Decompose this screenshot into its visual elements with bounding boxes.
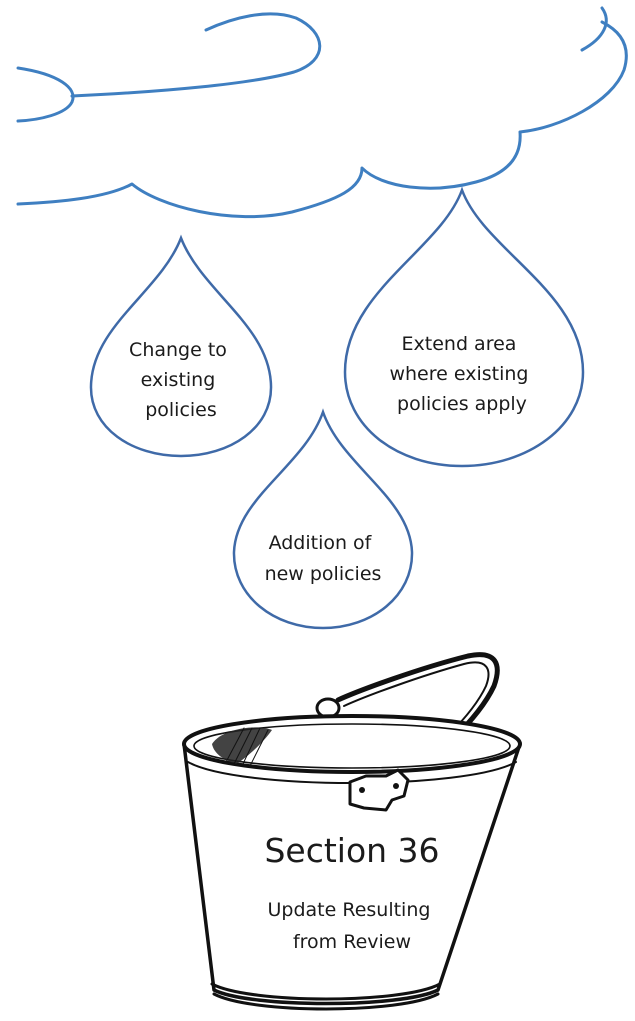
raindrop-label: Addition of new policies bbox=[265, 532, 382, 585]
raindrop-outline bbox=[89, 234, 273, 458]
raindrop-label-line: existing bbox=[141, 369, 216, 391]
raindrop-outline bbox=[232, 408, 414, 630]
bucket-rim-inner bbox=[193, 723, 511, 769]
raindrop-extend-area: Extend area where existing policies appl… bbox=[343, 186, 585, 468]
raindrop-change-existing: Change to existing policies bbox=[89, 234, 273, 458]
bucket-title: Section 36 bbox=[264, 831, 439, 870]
cloud-outline-left-lobe bbox=[16, 66, 75, 123]
raindrop-label-line: Addition of bbox=[269, 532, 373, 554]
bucket-bottom-rim-lower bbox=[212, 992, 440, 1011]
raindrop-addition-new: Addition of new policies bbox=[232, 408, 414, 630]
cloud-outline-bottom bbox=[16, 20, 628, 219]
cloud-outline-inner-arc bbox=[70, 12, 322, 98]
cloud-outline-right-lobe bbox=[580, 6, 608, 52]
bucket-body bbox=[182, 742, 522, 1006]
bucket-subtitle-line: Update Resulting bbox=[268, 899, 431, 921]
bucket-subtitle-line: from Review bbox=[293, 931, 411, 953]
raindrop-label-line: where existing bbox=[389, 363, 528, 385]
bucket-inner-shadow bbox=[212, 727, 272, 764]
raindrop-label: Extend area where existing policies appl… bbox=[389, 333, 534, 415]
raindrop-label-line: policies apply bbox=[397, 393, 527, 415]
bucket-rivet bbox=[393, 783, 399, 789]
raindrop-label-line: new policies bbox=[265, 563, 382, 585]
raindrop-label-line: policies bbox=[145, 399, 217, 421]
cloud bbox=[16, 6, 628, 219]
raindrop-label-line: Extend area bbox=[402, 333, 517, 355]
raindrop-outline bbox=[343, 186, 585, 468]
bucket-handle-clasp bbox=[348, 768, 410, 812]
bucket-shadow-hatching bbox=[225, 727, 269, 767]
raindrop-label: Change to existing policies bbox=[129, 339, 233, 421]
bucket-subtitle: Update Resulting from Review bbox=[268, 899, 437, 953]
bucket-rivet bbox=[359, 787, 365, 793]
bucket: Section 36 Update Resulting from Review bbox=[182, 652, 522, 1011]
raindrop-label-line: Change to bbox=[129, 339, 227, 361]
raindrops: Change to existing policies Extend area … bbox=[89, 186, 585, 630]
bucket-bottom-rim bbox=[210, 982, 442, 1001]
